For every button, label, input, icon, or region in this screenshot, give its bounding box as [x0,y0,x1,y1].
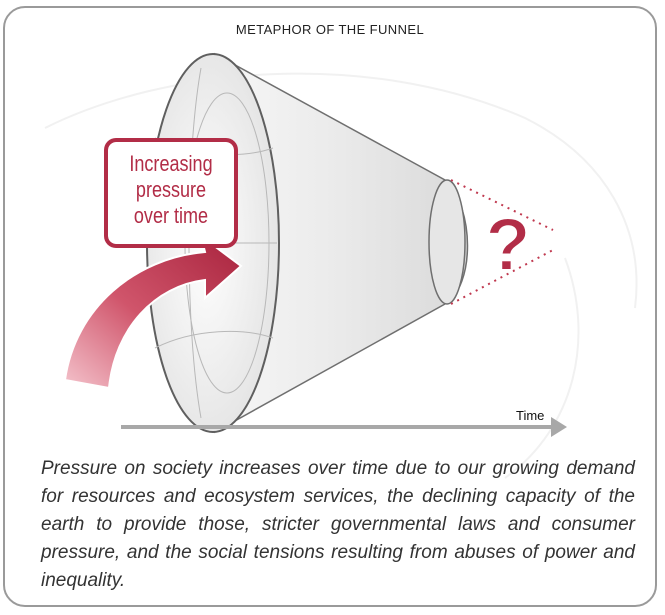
diagram-title: METAPHOR OF THE FUNNEL [235,22,425,37]
callout-line-3: over time [133,203,209,228]
funnel-narrow-end [428,179,466,305]
time-axis-label: Time [516,408,545,423]
pressure-arrow-icon [63,233,243,390]
question-mark-icon: ? [485,203,530,286]
pressure-callout: Increasing pressure over time [106,140,236,246]
projection-lines [450,179,554,305]
background-swirl [44,72,638,309]
diagram-frame: METAPHOR OF THE FUNNEL [3,6,657,607]
diagram-caption: Pressure on society increases over time … [41,458,635,591]
background-swirl [504,257,580,479]
callout-line-2: pressure [135,177,207,202]
time-axis-arrowhead [551,417,567,437]
callout-line-1: Increasing [129,151,213,176]
